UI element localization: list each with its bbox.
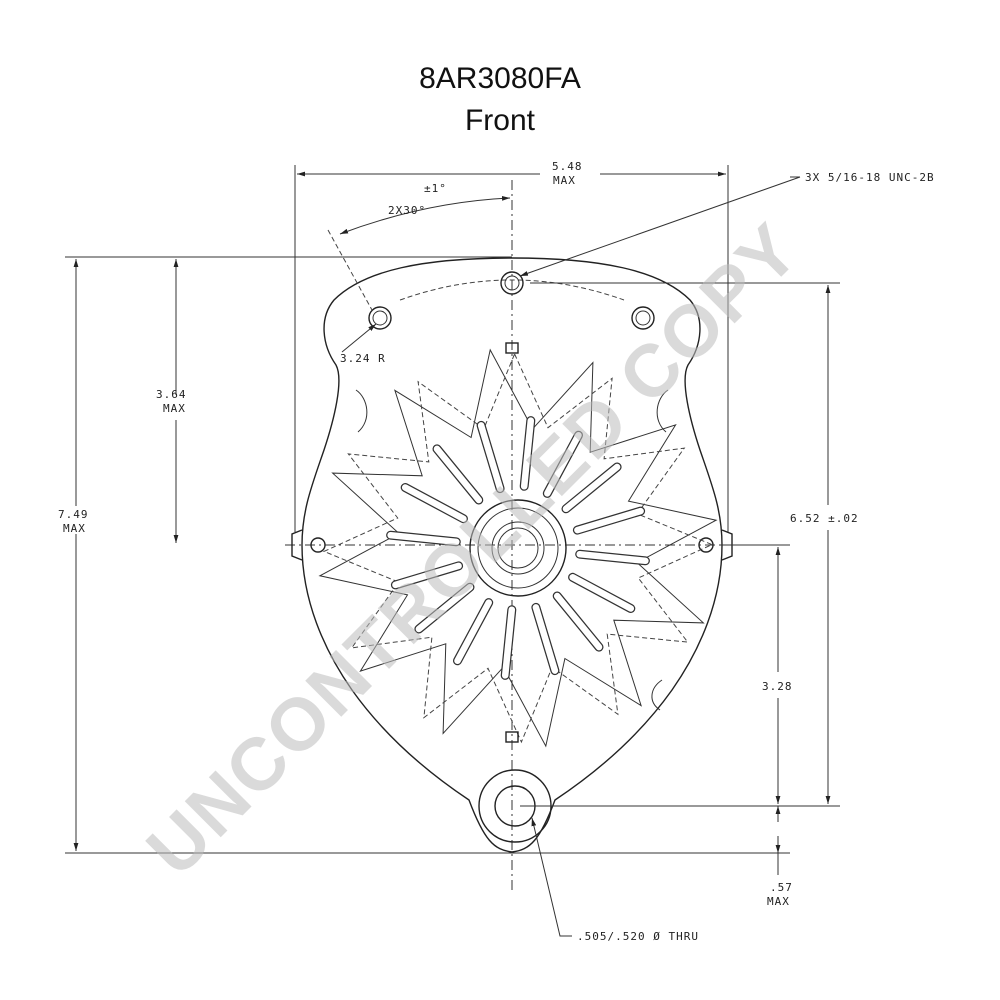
threaded-hole-top bbox=[500, 271, 524, 295]
angle-label: 2X30° bbox=[388, 204, 426, 217]
vent-slot-inner bbox=[562, 463, 621, 513]
angle-tolerance-label: ±1° bbox=[424, 182, 447, 195]
view-title: Front bbox=[464, 104, 536, 137]
vent-slot-inner bbox=[544, 431, 582, 497]
fan-star-hidden-outline bbox=[322, 352, 714, 744]
vent-slot-inner bbox=[532, 604, 559, 674]
housing-outline bbox=[301, 257, 723, 853]
width-dim-note: MAX bbox=[553, 174, 576, 187]
vent-slot-inner bbox=[520, 417, 535, 490]
angle-ref-line bbox=[327, 229, 373, 311]
left-mount-ear bbox=[291, 529, 303, 561]
thread-leader bbox=[519, 176, 801, 277]
vent-slot-inner bbox=[387, 531, 460, 546]
lower-right-notch bbox=[651, 679, 663, 711]
hole-callout-label: .505/.520 Ø THRU bbox=[577, 930, 699, 943]
bottom-slot-marker bbox=[505, 731, 519, 743]
upper-height-note: MAX bbox=[163, 402, 186, 415]
vent-slot-inner bbox=[576, 550, 649, 565]
width-dim-label: 5.48 bbox=[552, 160, 583, 173]
left-notch bbox=[355, 389, 368, 433]
vent-slot-inner bbox=[501, 606, 516, 679]
threaded-hole-right bbox=[631, 306, 655, 330]
hole-leader bbox=[531, 817, 572, 937]
threaded-hole-left bbox=[368, 306, 392, 330]
vent-slot-inner bbox=[477, 422, 504, 492]
angle-dim-arc bbox=[339, 195, 511, 235]
vent-slot-inner bbox=[392, 562, 462, 589]
thread-callout-label: 3X 5/16-18 UNC-2B bbox=[805, 171, 935, 184]
fan-blades bbox=[318, 348, 718, 748]
radius-label: 3.24 R bbox=[340, 352, 386, 365]
overall-height-label: 7.49 bbox=[58, 508, 89, 521]
right-mount-hole bbox=[698, 537, 714, 553]
vent-slot-inner bbox=[553, 592, 603, 651]
pulley-hub bbox=[469, 499, 567, 597]
left-mount-hole bbox=[310, 537, 326, 553]
bottom-offset-note: MAX bbox=[767, 895, 790, 908]
top-slot-marker bbox=[505, 342, 519, 354]
vent-slot-inner bbox=[401, 484, 467, 522]
bottom-offset-label: .57 bbox=[770, 881, 793, 894]
ventilation-slots bbox=[386, 416, 650, 680]
vent-slot-inner bbox=[569, 574, 635, 612]
mount-spacing-label: 6.52 ±.02 bbox=[790, 512, 859, 525]
vent-slot-inner bbox=[433, 445, 483, 504]
vent-slot-inner bbox=[574, 507, 644, 534]
lower-height-label: 3.28 bbox=[762, 680, 793, 693]
fan-star-outline bbox=[318, 348, 718, 748]
bolt-circle-arc bbox=[399, 279, 625, 301]
part-number-title: 8AR3080FA bbox=[419, 62, 581, 95]
vent-slot-inner bbox=[415, 583, 474, 633]
radius-leader bbox=[341, 323, 377, 353]
vent-slot-inner bbox=[454, 599, 492, 665]
upper-height-label: 3.64 bbox=[156, 388, 187, 401]
overall-height-note: MAX bbox=[63, 522, 86, 535]
